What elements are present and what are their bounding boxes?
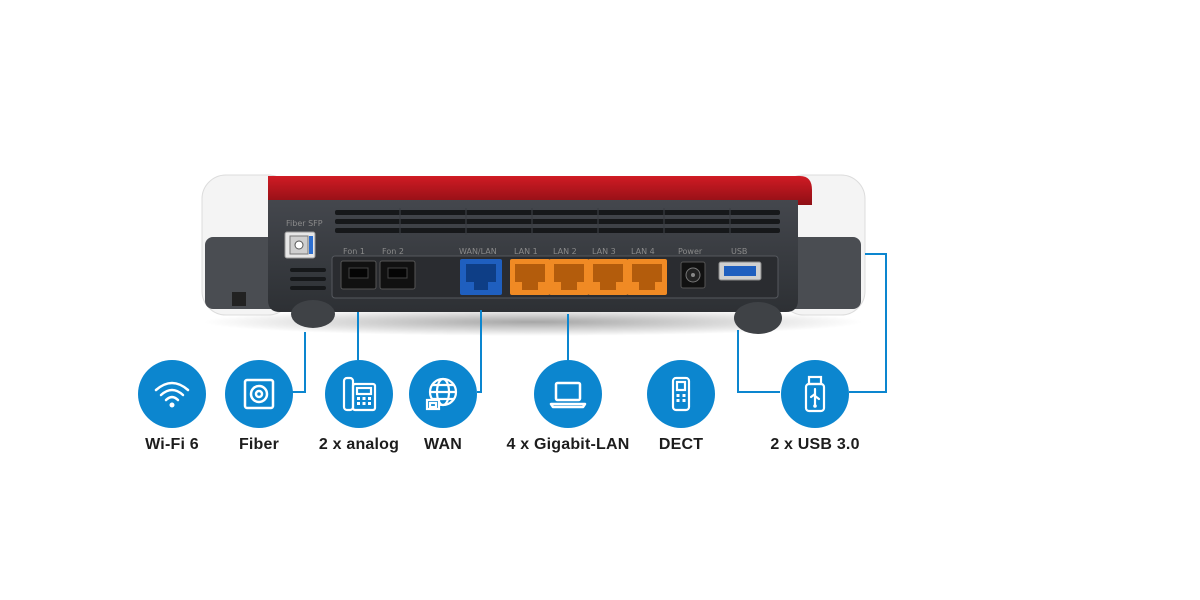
wifi-icon (138, 360, 206, 428)
feature-label: 2 x USB 3.0 (770, 436, 860, 453)
fiber-icon (225, 360, 293, 428)
globe-icon (409, 360, 477, 428)
feature-label: DECT (658, 436, 704, 453)
laptop-icon (534, 360, 602, 428)
feature-label: Wi-Fi 6 (145, 436, 199, 453)
power-jack (680, 261, 706, 289)
label-power: Power (678, 247, 703, 256)
label-fiber-sfp: Fiber SFP (286, 219, 323, 228)
port-labels: Fiber SFP Fon 1 Fon 2 WAN/LAN LAN 1 LAN … (286, 219, 747, 256)
feature-wan: WAN (363, 360, 523, 454)
foot-left (291, 300, 335, 328)
label-wan-lan: WAN/LAN (459, 247, 497, 256)
analog-phone-icon (325, 360, 393, 428)
left-wing (205, 237, 285, 309)
cordless-phone-icon (647, 360, 715, 428)
feature-usb: 2 x USB 3.0 (735, 360, 895, 454)
label-usb: USB (731, 247, 747, 256)
label-lan-3: LAN 3 (592, 247, 616, 256)
feature-lan: 4 x Gigabit-LAN (488, 360, 648, 454)
usb-stick-icon (781, 360, 849, 428)
usb-port (718, 261, 762, 281)
feature-analog: 2 x analog (279, 360, 439, 454)
right-wing (785, 237, 861, 309)
wan-port (460, 259, 502, 295)
label-lan-1: LAN 1 (514, 247, 538, 256)
feature-label: WAN (424, 436, 462, 453)
fon-ports (340, 260, 416, 290)
feature-label: 4 x Gigabit-LAN (506, 436, 630, 453)
feature-dect: DECT (601, 360, 761, 454)
feature-label: Fiber (238, 436, 280, 453)
label-lan-2: LAN 2 (553, 247, 577, 256)
red-top-housing (268, 176, 812, 205)
label-lan-4: LAN 4 (631, 247, 655, 256)
label-fon-2: Fon 2 (382, 247, 404, 256)
feature-fiber: Fiber (179, 360, 339, 454)
label-fon-1: Fon 1 (343, 247, 365, 256)
feature-wifi: Wi-Fi 6 (92, 360, 252, 454)
vent-grille (290, 210, 780, 290)
foot-right (734, 302, 782, 334)
lan-ports (510, 259, 667, 295)
feature-label: 2 x analog (318, 436, 400, 453)
